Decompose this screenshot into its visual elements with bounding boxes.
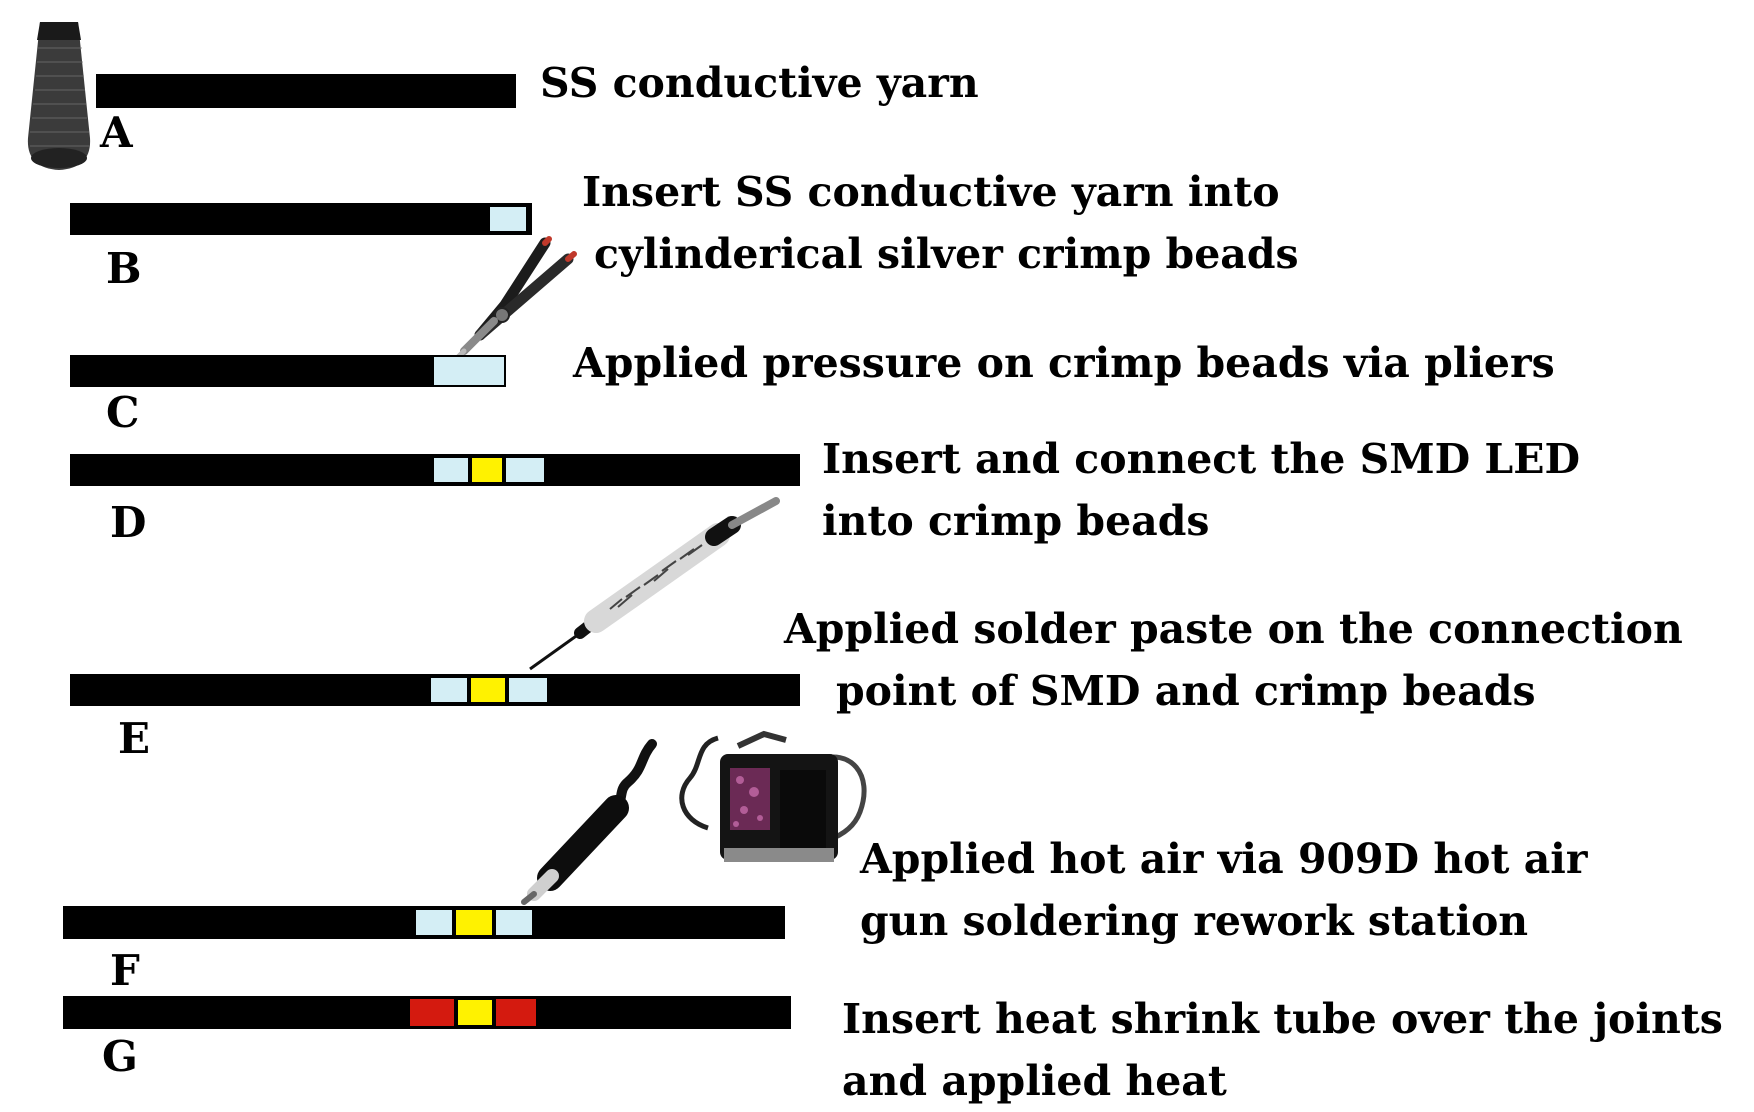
crimp-bead [504,456,546,484]
caption-line: and applied heat [842,1057,1227,1105]
step-letter-g: G [102,1032,138,1081]
smd-led [454,908,494,937]
heat-shrink-tube [410,999,454,1026]
caption-line: Insert SS conductive yarn into [582,168,1280,216]
pliers-icon [453,236,577,362]
caption-line: cylinderical silver crimp beads [594,230,1299,278]
step-caption-b: Insert SS conductive yarn into cylinderi… [582,161,1299,285]
caption-line: Applied hot air via 909D hot air [860,835,1588,883]
caption-line: SS conductive yarn [540,59,979,107]
caption-line: Applied solder paste on the connection [784,605,1683,653]
hot-air-gun-icon [521,739,657,905]
step-letter-e: E [118,714,151,763]
crimp-bead [432,355,506,387]
soldering-pen-icon [529,497,780,671]
caption-line: into crimp beads [822,497,1210,545]
caption-line: gun soldering rework station [860,897,1529,945]
step-letter-c: C [106,388,140,437]
crimp-bead [494,908,534,937]
smd-led [470,456,504,484]
smd-led [456,998,494,1027]
caption-line: Insert heat shrink tube over the joints [842,995,1723,1043]
step-letter-d: D [110,498,147,547]
caption-line: Insert and connect the SMD LED [822,435,1581,483]
crimp-bead [507,676,549,704]
caption-line: point of SMD and crimp beads [836,667,1536,715]
rework-station-icon [679,730,867,862]
step-letter-f: F [110,946,140,995]
step-caption-c: Applied pressure on crimp beads via plie… [573,332,1555,394]
step-caption-g: Insert heat shrink tube over the joints … [842,988,1723,1112]
yarn-strand-b [70,203,532,235]
crimp-bead [432,456,470,484]
crimp-bead [429,676,469,704]
yarn-strand-a [96,74,516,108]
step-caption-d: Insert and connect the SMD LED into crim… [822,428,1580,552]
crimp-bead [414,908,454,937]
caption-line: Applied pressure on crimp beads via plie… [573,339,1555,387]
step-caption-e: Applied solder paste on the connection p… [784,598,1683,722]
crimp-bead [488,205,528,233]
step-letter-b: B [106,244,142,293]
step-letter-a: A [100,108,133,157]
heat-shrink-tube [496,999,536,1026]
step-caption-a: SS conductive yarn [540,52,979,114]
smd-led [469,676,507,704]
step-caption-f: Applied hot air via 909D hot air gun sol… [860,828,1587,952]
yarn-cone-icon [27,22,91,170]
